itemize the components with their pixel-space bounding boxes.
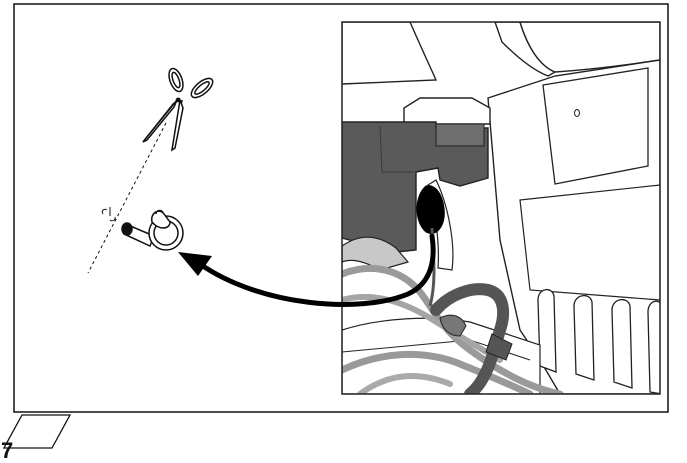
page-corner-icon bbox=[4, 415, 70, 448]
scissors-icon bbox=[143, 67, 216, 150]
cable-tie-cut-mark-icon bbox=[102, 207, 115, 221]
step-number: 7 bbox=[1, 440, 13, 462]
cut-line bbox=[88, 123, 166, 273]
cable-tie-icon bbox=[122, 210, 183, 250]
top-bracket bbox=[404, 98, 490, 124]
detail-panel bbox=[342, 22, 662, 394]
